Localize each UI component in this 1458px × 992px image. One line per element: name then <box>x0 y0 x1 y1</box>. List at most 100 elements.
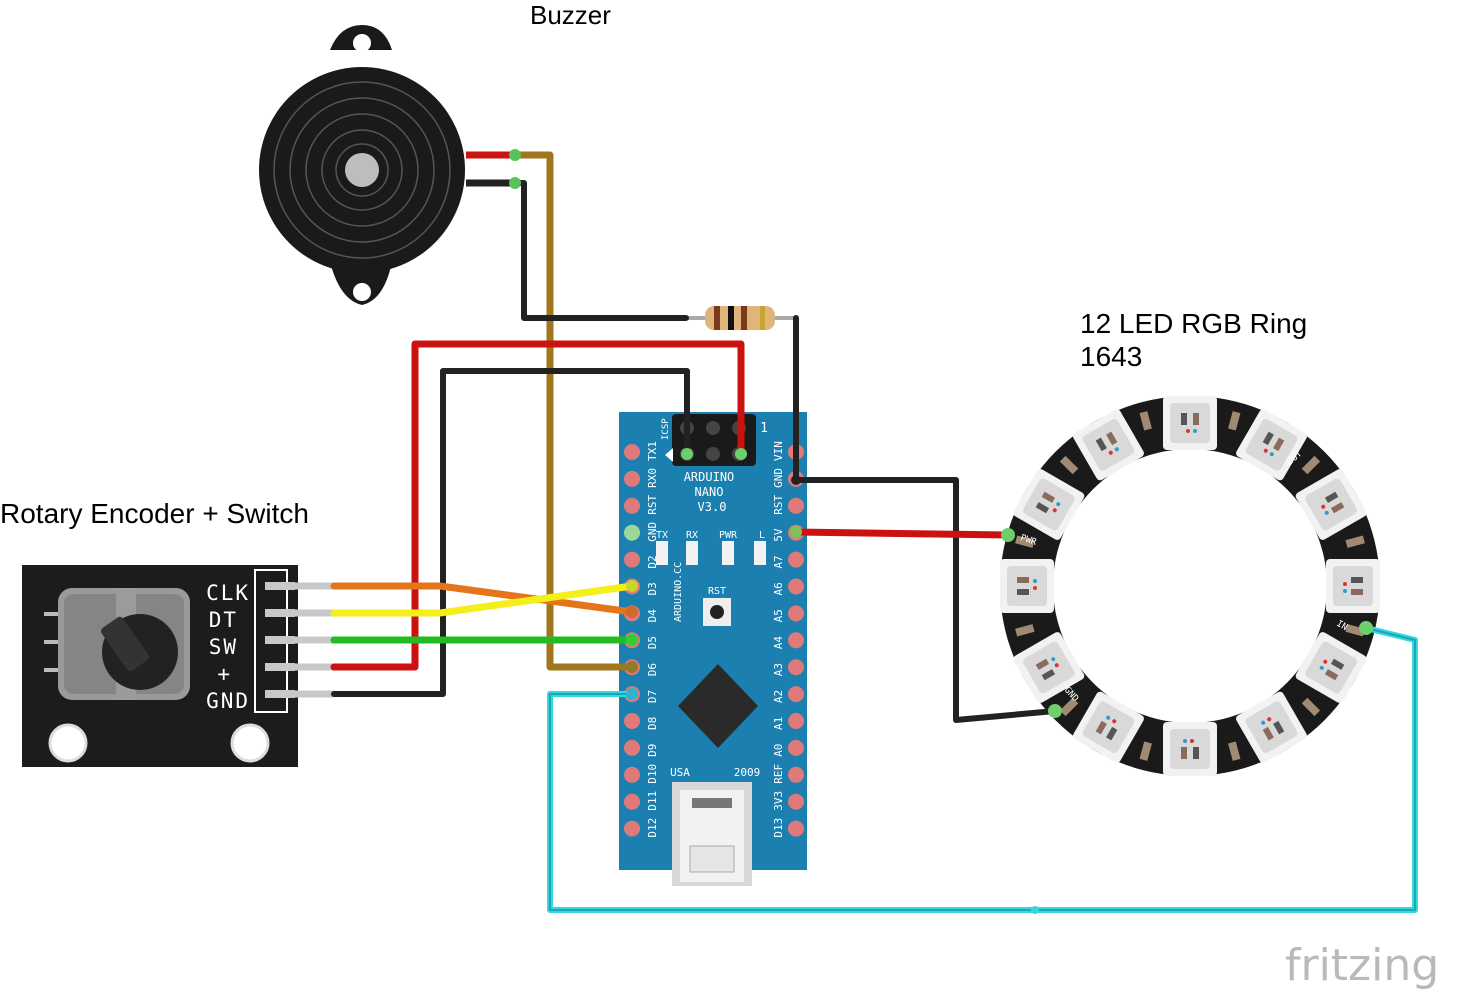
nano-pin-rst <box>624 497 640 514</box>
wire-gnd-ring <box>793 315 1058 723</box>
nano-pin-r-a4 <box>788 632 804 649</box>
wire-buzzer-d6 <box>511 151 636 671</box>
nano-pin-label-r-rst: RST <box>772 495 785 515</box>
nano-icsp-label: ICSP <box>661 418 671 440</box>
rotary-encoder-module <box>22 565 298 767</box>
ring-led <box>1295 469 1367 540</box>
nano-pin-label-d11: D11 <box>646 791 659 811</box>
wire-d7-ring-in-core <box>549 627 1416 911</box>
resistor <box>686 306 796 330</box>
wire-clk-d4 <box>330 582 636 616</box>
nano-pin-r-a7 <box>788 551 804 568</box>
wire-encoder-vcc <box>330 340 745 671</box>
nano-pin-label-d8: D8 <box>646 717 659 730</box>
nano-pin-d8 <box>624 713 640 729</box>
ring-led <box>1163 722 1217 776</box>
buzzer <box>259 25 465 305</box>
nano-pin-d10 <box>624 766 640 783</box>
nano-pin-tx1 <box>624 444 640 460</box>
nano-pin-d11 <box>624 793 640 810</box>
encoder-label: Rotary Encoder + Switch <box>0 498 309 529</box>
nano-pin-label-r-a2: A2 <box>772 690 785 703</box>
nano-url: ARDUINO.CC <box>673 562 684 622</box>
nano-led-l-label: L <box>759 530 765 541</box>
ring-capacitor <box>1015 535 1035 548</box>
nano-pin-label-r-a1: A1 <box>772 717 785 730</box>
nano-right-header <box>788 444 804 837</box>
ring-capacitor <box>1059 455 1079 475</box>
nano-pin-label-r-a0: A0 <box>772 744 785 757</box>
ring-led <box>1073 691 1144 763</box>
encoder-pin-vcc: + <box>217 662 232 686</box>
nano-pin-r-a6 <box>788 578 804 595</box>
buzzer-label: Buzzer <box>530 0 611 30</box>
nano-pin-label-gnd: GND <box>646 522 659 542</box>
ring-capacitor <box>1228 741 1241 761</box>
encoder-pin-clk: CLK <box>206 581 250 605</box>
nano-pin-r-a1 <box>788 713 804 729</box>
ring-capacitor <box>1345 535 1365 548</box>
led-ring <box>1000 396 1380 776</box>
ring-led <box>1236 409 1307 481</box>
ring-led <box>1013 469 1085 540</box>
encoder-pin-sw: SW <box>209 635 238 659</box>
nano-pin-r-3v3 <box>788 793 804 810</box>
nano-year: 2009 <box>734 766 761 779</box>
nano-model: NANO <box>695 485 724 499</box>
nano-pin-label-rst: RST <box>646 495 659 515</box>
nano-pin-r-d13 <box>788 820 804 837</box>
nano-pin-label-r-ref: REF <box>772 764 785 784</box>
ring-pin-pwr: PWR <box>1019 533 1038 548</box>
ring-capacitor <box>1059 697 1079 717</box>
nano-pin1-marker: 1 <box>760 421 768 436</box>
encoder-pin-gnd: GND <box>206 689 250 713</box>
wire-dt-d3 <box>330 582 636 617</box>
nano-pin-label-r-vin: VIN <box>772 441 785 461</box>
nano-title: ARDUINO <box>684 470 735 484</box>
ring-led <box>1163 396 1217 450</box>
nano-pin-label-d4: D4 <box>646 609 659 623</box>
nano-rst-label: RST <box>708 586 726 597</box>
nano-pin-label-rx0: RX0 <box>646 468 659 488</box>
nano-pin-label-d3: D3 <box>646 582 659 595</box>
ring-capacitor <box>1015 624 1035 637</box>
wire-5v-ring <box>792 528 1012 539</box>
nano-pin-label-r-3v3: 3V3 <box>772 791 785 811</box>
ring-led <box>1073 409 1144 481</box>
nano-pin-label-r-a6: A6 <box>772 582 785 595</box>
nano-led-rx-label: RX <box>686 530 698 541</box>
nano-version: V3.0 <box>698 500 727 514</box>
nano-pin-r-a5 <box>788 605 804 622</box>
nano-pin-r-ref <box>788 766 804 783</box>
arduino-nano <box>619 412 807 886</box>
ring-led <box>1326 559 1380 613</box>
nano-pin-label-r-a5: A5 <box>772 609 785 622</box>
nano-pin-label-r-gnd: GND <box>772 468 785 488</box>
nano-pin-label-r-a7: A7 <box>772 555 785 568</box>
wires <box>330 151 1418 913</box>
nano-pin-label-d9: D9 <box>646 744 659 757</box>
nano-pin-d12 <box>624 820 640 837</box>
nano-pin-r-a2 <box>788 686 804 703</box>
ring-label-line2: 1643 <box>1080 341 1142 372</box>
ring-led <box>1013 632 1085 703</box>
nano-pin-label-d2: D2 <box>646 555 659 568</box>
nano-pin-label-d6: D6 <box>646 663 659 676</box>
nano-pin-label-r-d13: D13 <box>772 818 785 838</box>
nano-pin-d9 <box>624 739 640 756</box>
nano-country: USA <box>670 766 690 779</box>
nano-pin-label-d7: D7 <box>646 690 659 703</box>
ring-led <box>1295 632 1367 703</box>
nano-pin-arrow-icon <box>665 448 673 462</box>
ring-led <box>1000 559 1054 613</box>
ring-capacitor <box>1139 411 1152 431</box>
nano-pin-label-r-5v: 5V <box>772 528 785 542</box>
wire-buzzer-resistor <box>512 180 689 321</box>
wire-encoder-gnd <box>331 368 690 697</box>
ring-capacitor <box>1228 411 1241 431</box>
fritzing-logo: fritzing <box>1285 940 1439 991</box>
nano-pin-label-r-a3: A3 <box>772 663 785 676</box>
nano-pin-r-a3 <box>788 659 804 676</box>
